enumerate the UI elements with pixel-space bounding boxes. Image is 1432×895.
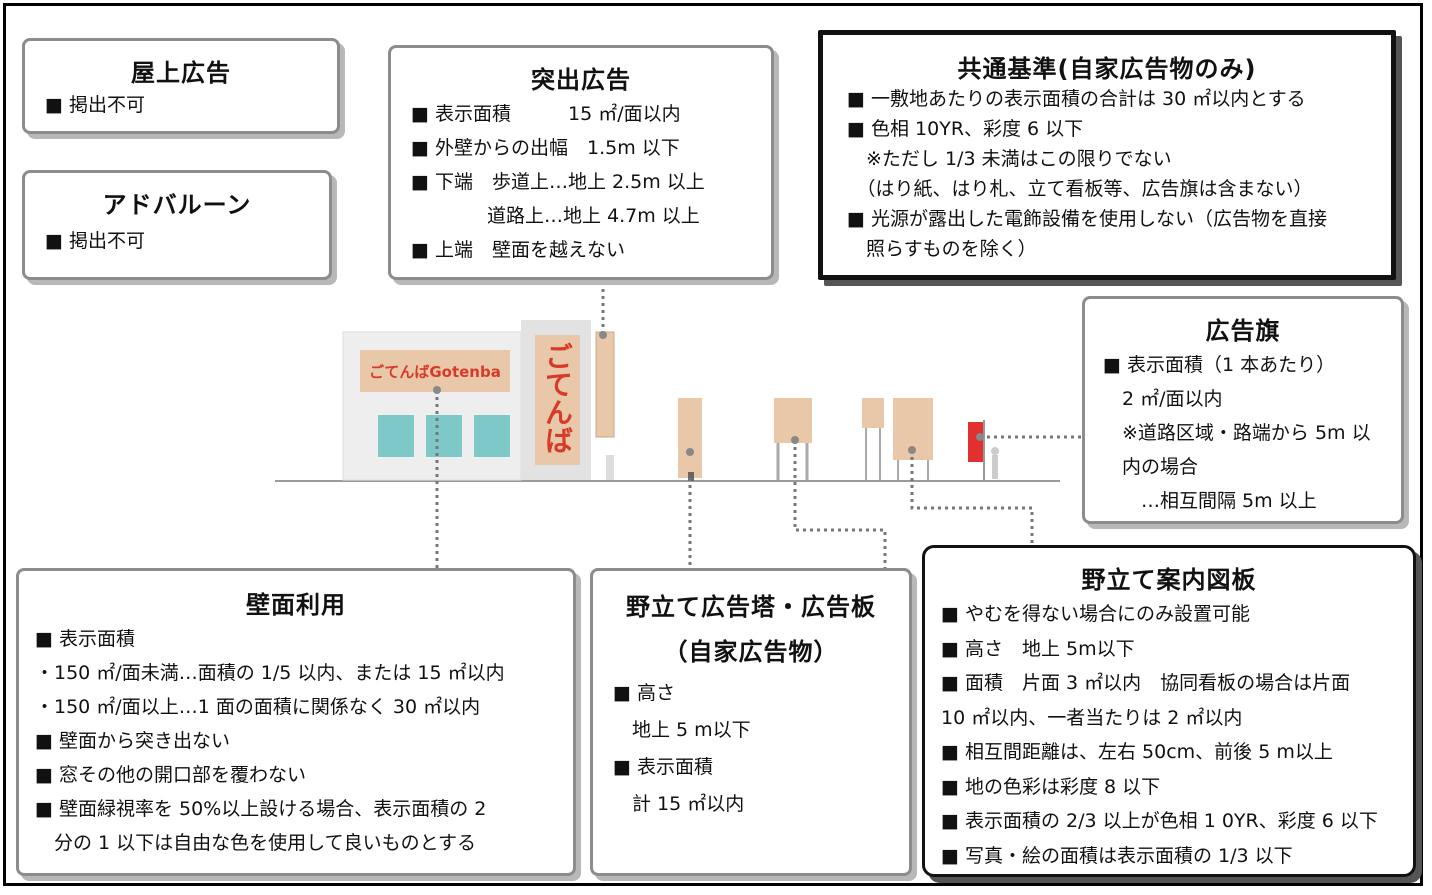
projecting-sign	[595, 331, 615, 438]
wall-use-line: ・150 ㎡/面以上…1 面の面積に関係なく 30 ㎡以内	[35, 696, 481, 718]
projecting-ad-line: ■ 下端 歩道上…地上 2.5m 以上	[411, 171, 705, 193]
common-standard-line: ※ただし 1/3 未満はこの限りでない	[847, 148, 1172, 170]
ad-flag-box: 広告旗 ■ 表示面積（1 本あたり） 2 ㎡/面以内 ※道路区域・路端から 5m…	[1082, 296, 1404, 524]
ad-flag	[968, 422, 984, 462]
billboard	[774, 398, 812, 443]
guide-board-title: 野立て案内図板	[1081, 566, 1257, 594]
common-standard-line: ■ 色相 10YR、彩度 6 以下	[847, 118, 1084, 140]
wall-use-line: ■ 壁面から突き出ない	[35, 730, 230, 752]
rooftop-ad-title: 屋上広告	[131, 59, 231, 87]
ad-flag-line: 内の場合	[1103, 456, 1199, 478]
wall-use-line: ■ 表示面積	[35, 628, 135, 650]
window	[474, 415, 510, 457]
vertical-sign-text: ごてんば	[541, 342, 574, 454]
guide-board-line: ■ 地の色彩は彩度 8 以下	[941, 775, 1161, 798]
projecting-ad-line: ■ 外壁からの出幅 1.5m 以下	[411, 137, 680, 159]
window	[426, 415, 462, 457]
projecting-ad-line: ■ 表示面積 15 ㎡/面以内	[411, 103, 681, 125]
balloon-ad-title: アドバルーン	[102, 191, 252, 219]
rooftop-ad-line: ■ 掲出不可	[45, 94, 145, 116]
ad-flag-line: …相互間隔 5m 以上	[1103, 490, 1317, 512]
wall-use-line: ■ 窓その他の開口部を覆わない	[35, 764, 306, 786]
wall-use-box: 壁面利用 ■ 表示面積 ・150 ㎡/面未満…面積の 1/5 以内、または 15…	[16, 568, 576, 876]
guide-board-box: 野立て案内図板 ■ やむを得ない場合にのみ設置可能 ■ 高さ 地上 5m以下 ■…	[922, 545, 1416, 877]
common-standard-box: 共通基準(自家広告物のみ) ■ 一敷地あたりの表示面積の合計は 30 ㎡以内とす…	[818, 30, 1396, 280]
ad-flag-line: ※道路区域・路端から 5m 以	[1103, 422, 1371, 444]
projecting-ad-box: 突出広告 ■ 表示面積 15 ㎡/面以内 ■ 外壁からの出幅 1.5m 以下 ■…	[388, 45, 774, 280]
guide-board-line: ■ 表示面積の 2/3 以上が色相 1 0YR、彩度 6 以下	[941, 810, 1378, 832]
pole	[606, 455, 614, 480]
wall-sign	[360, 350, 510, 392]
projecting-ad-title: 突出広告	[531, 66, 631, 94]
guide-board-line: ■ 相互間距離は、左右 50cm、前後 5 m以上	[941, 741, 1333, 763]
guide-board-line: ■ 高さ 地上 5m以下	[941, 637, 1135, 660]
tower-ad-line: ■ 表示面積	[613, 756, 713, 778]
projecting-ad-line: 道路上…地上 4.7m 以上	[411, 205, 700, 227]
common-standard-line: 照らすものを除く）	[847, 238, 1037, 260]
guide-board-line: ■ 写真・絵の面積は表示面積の 1/3 以下	[941, 844, 1293, 867]
connector-guide	[910, 450, 1034, 545]
vertical-wall-sign	[535, 335, 580, 465]
tower-ad-line: 計 15 ㎡以内	[613, 793, 745, 815]
tower-ad-box: 野立て広告塔・広告板 （自家広告物） ■ 高さ 地上 5 m以下 ■ 表示面積 …	[590, 568, 912, 876]
rooftop-ad-box: 屋上広告 ■ 掲出不可	[22, 38, 340, 134]
common-standard-line: ■ 光源が露出した電飾設備を使用しない（広告物を直接	[847, 208, 1327, 230]
common-standard-title: 共通基準(自家広告物のみ)	[957, 55, 1257, 83]
projecting-ad-line: ■ 上端 壁面を越えない	[411, 239, 625, 261]
person	[992, 455, 998, 479]
tower-ad-line: 地上 5 m以下	[613, 719, 751, 741]
wall-use-line: ■ 壁面緑視率を 50%以上設ける場合、表示面積の 2	[35, 798, 487, 820]
ad-flag-line: ■ 表示面積（1 本あたり）	[1103, 354, 1336, 376]
balloon-ad-line: ■ 掲出不可	[45, 230, 145, 252]
ad-flag-line: 2 ㎡/面以内	[1103, 388, 1223, 410]
connector-billboard	[793, 440, 887, 568]
outer-frame	[3, 3, 1423, 886]
window	[378, 415, 414, 457]
guide-board-small	[862, 398, 884, 428]
guide-board-line: ■ やむを得ない場合にのみ設置可能	[941, 603, 1250, 625]
wall-sign-text: ごてんばGotenba	[369, 363, 501, 381]
ad-flag-title: 広告旗	[1205, 317, 1281, 345]
guide-board-line: ■ 面積 片面 3 ㎡以内 協同看板の場合は片面	[941, 672, 1351, 694]
tower-ad-title: 野立て広告塔・広告板	[626, 593, 876, 621]
common-standard-line: （はり紙、はり札、立て看板等、広告旗は含まない）	[847, 178, 1313, 200]
ad-tower	[678, 398, 702, 478]
guide-board-line: 10 ㎡以内、一者当たりは 2 ㎡以内	[941, 706, 1243, 729]
wall-use-title: 壁面利用	[246, 591, 346, 619]
balloon-ad-box: アドバルーン ■ 掲出不可	[22, 170, 332, 280]
tower-ad-line: ■ 高さ	[613, 682, 675, 704]
wall-use-line: ・150 ㎡/面未満…面積の 1/5 以内、または 15 ㎡以内	[35, 662, 505, 684]
tower-ad-subtitle: （自家広告物）	[663, 638, 839, 666]
wall-use-line: 分の 1 以下は自由な色を使用して良いものとする	[35, 832, 477, 854]
common-standard-line: ■ 一敷地あたりの表示面積の合計は 30 ㎡以内とする	[847, 88, 1306, 110]
